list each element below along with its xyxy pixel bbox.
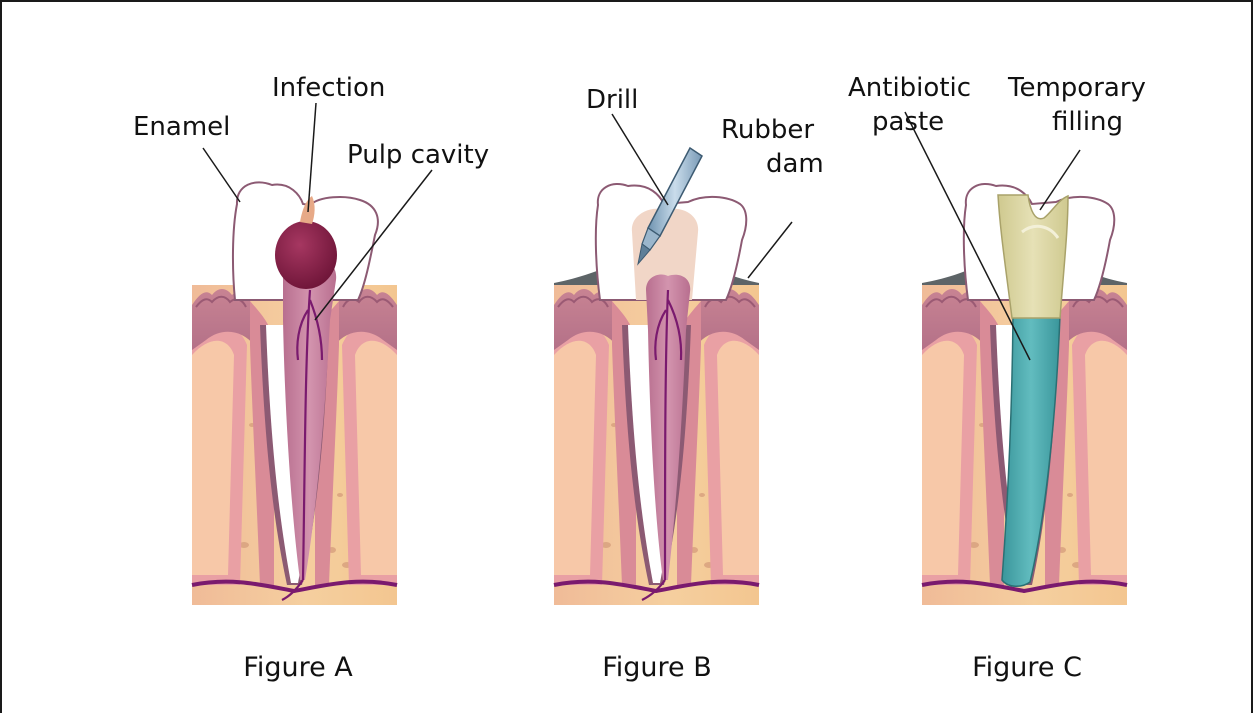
label-pulp-cavity: Pulp cavity	[347, 140, 489, 170]
infection-a	[275, 221, 337, 289]
label-rubber: Rubber	[721, 115, 814, 145]
caption-figure-b: Figure B	[602, 652, 712, 683]
caption-figure-a: Figure A	[243, 652, 353, 683]
label-filling: filling	[1052, 107, 1123, 137]
label-antibiotic: Antibiotic	[848, 73, 971, 103]
label-dam: dam	[766, 149, 824, 179]
label-paste: paste	[872, 107, 944, 137]
figure-b	[554, 148, 759, 605]
label-drill: Drill	[586, 85, 638, 115]
caption-figure-c: Figure C	[972, 652, 1082, 683]
captions: Figure A Figure B Figure C	[243, 652, 1082, 683]
figure-c	[922, 184, 1127, 605]
label-infection: Infection	[272, 73, 385, 103]
label-temporary: Temporary	[1007, 73, 1146, 103]
labels: Enamel Infection Pulp cavity Drill Rubbe…	[133, 73, 1146, 179]
label-enamel: Enamel	[133, 112, 230, 142]
figure-a	[192, 182, 397, 605]
